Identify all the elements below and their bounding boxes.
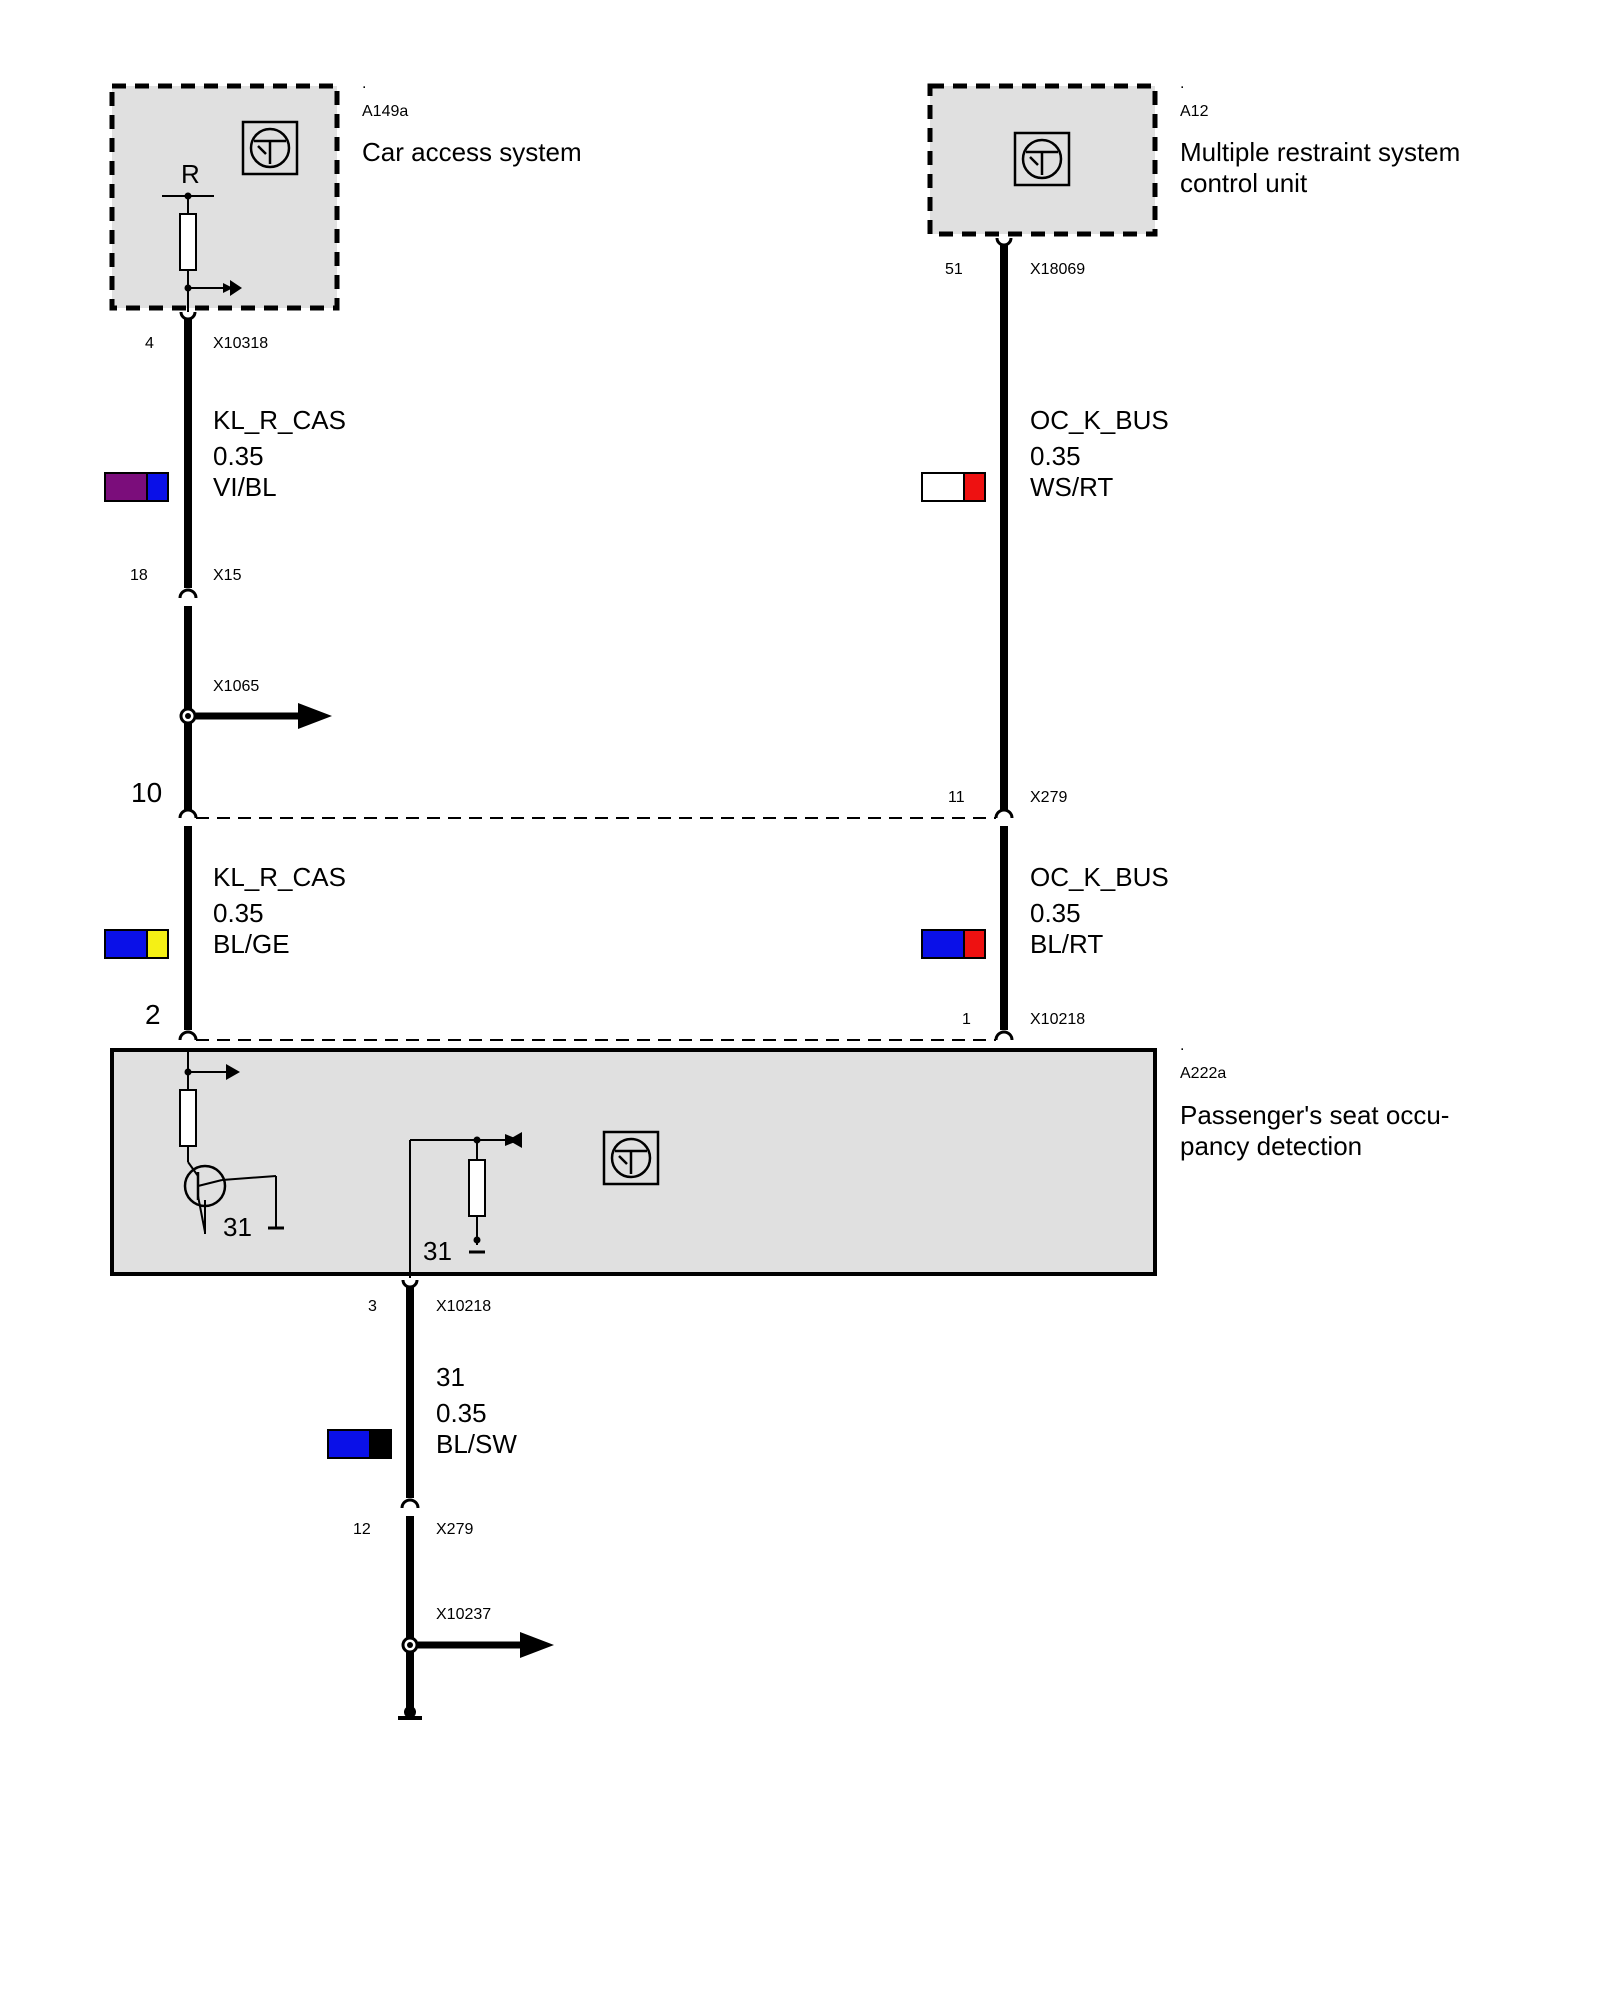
pin-label: 2: [145, 999, 161, 1030]
pin-label: 3: [368, 1298, 377, 1315]
wire-right-top-size: 0.35: [1030, 441, 1081, 471]
wire-left-top-size: 0.35: [213, 441, 264, 471]
wire-left-top-signal: KL_R_CAS: [213, 405, 346, 435]
pin-label: 1: [962, 1011, 971, 1028]
wire-ground-color-code: BL/SW: [436, 1429, 517, 1459]
pin-label: 18: [130, 567, 148, 584]
wire-ground[interactable]: [398, 1279, 554, 1720]
a149a-name: Car access system: [362, 137, 582, 167]
swatch-right-bottom: [921, 929, 986, 959]
component-a12[interactable]: . A12 Multiple restraint system control …: [927, 75, 1460, 237]
a222a-box: [110, 1048, 1157, 1276]
resistor-ground-icon: [409, 1132, 522, 1278]
connector-label: X15: [213, 567, 242, 584]
ecu-icon: [241, 120, 299, 176]
a149a-box: [109, 83, 340, 311]
pin-label: 10: [131, 777, 162, 808]
transistor-circuit-icon: [179, 1048, 284, 1234]
resistor-r-icon: [162, 192, 242, 312]
ecu-icon: [602, 1130, 660, 1186]
connector-label: X10237: [436, 1606, 491, 1623]
a222a-dot: .: [1180, 1037, 1184, 1054]
wire-left-bottom-size: 0.35: [213, 898, 264, 928]
a222a-ground-label-left: 31: [223, 1212, 252, 1242]
pin-label: 51: [945, 261, 963, 278]
swatch-left-bottom: [104, 929, 169, 959]
wire-right[interactable]: [994, 237, 1014, 1041]
wire-left-bottom-color-code: BL/GE: [213, 929, 290, 959]
connector-label: X279: [436, 1521, 473, 1538]
a222a-ground-label-center: 31: [423, 1236, 452, 1266]
wire-ground-signal: 31: [436, 1362, 465, 1392]
a12-dot: .: [1180, 75, 1184, 92]
wire-right-top-signal: OC_K_BUS: [1030, 405, 1169, 435]
resistor-label: R: [181, 159, 200, 189]
pin-label: 4: [145, 335, 154, 352]
ecu-icon: [1013, 131, 1071, 187]
wire-left-bottom-signal: KL_R_CAS: [213, 862, 346, 892]
swatch-left-top: [104, 472, 169, 502]
connector-label: X10318: [213, 335, 268, 352]
swatch-right-top: [921, 472, 986, 502]
connector-label: X1065: [213, 678, 259, 695]
connector-label: X18069: [1030, 261, 1085, 278]
wire-right-top-color-code: WS/RT: [1030, 472, 1113, 502]
wire-ground-size: 0.35: [436, 1398, 487, 1428]
pin-label: 12: [353, 1521, 371, 1538]
pin-label: 11: [948, 789, 965, 806]
component-a149a[interactable]: R . A149a Car access system: [109, 75, 582, 312]
component-a222a[interactable]: 31 31 . A222a Passenger's seat occu- pan…: [110, 1037, 1449, 1278]
a149a-dot: .: [362, 75, 366, 92]
wire-right-bottom-size: 0.35: [1030, 898, 1081, 928]
wire-right-bottom-signal: OC_K_BUS: [1030, 862, 1169, 892]
wire-left-top-color-code: VI/BL: [213, 472, 277, 502]
a222a-id: A222a: [1180, 1065, 1226, 1082]
swatch-ground: [327, 1429, 392, 1459]
wire-right-bottom-color-code: BL/RT: [1030, 929, 1103, 959]
a149a-id: A149a: [362, 103, 408, 120]
a222a-name-line-1: Passenger's seat occu-: [1180, 1100, 1449, 1130]
wire-left[interactable]: [178, 311, 332, 1041]
a222a-name-line-2: pancy detection: [1180, 1131, 1362, 1161]
connector-label: X10218: [436, 1298, 491, 1315]
a12-name-line-2: control unit: [1180, 168, 1308, 198]
a12-id: A12: [1180, 103, 1209, 120]
a12-name-line-1: Multiple restraint system: [1180, 137, 1460, 167]
connector-label: X10218: [1030, 1011, 1085, 1028]
connector-label: X279: [1030, 789, 1067, 806]
